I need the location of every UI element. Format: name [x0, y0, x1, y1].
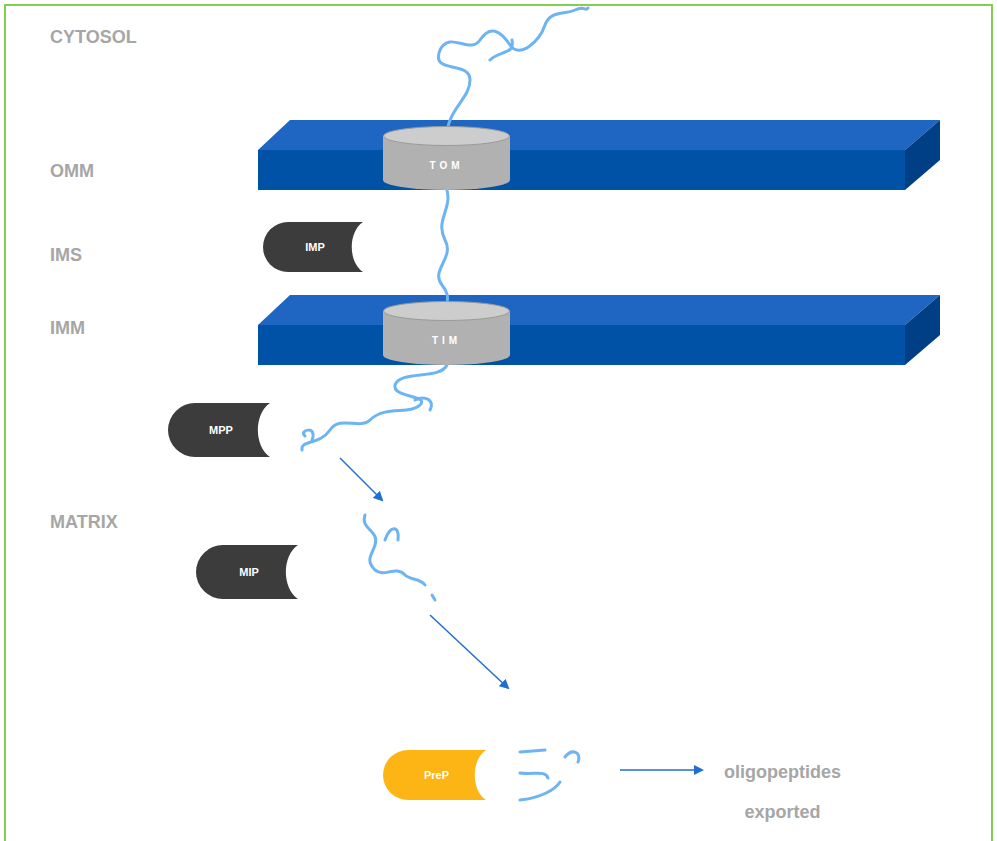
cylinder-outline — [383, 126, 510, 190]
arrow — [340, 458, 702, 770]
compartment-label: OMM — [50, 161, 94, 182]
output-note: oligopeptides exported — [695, 752, 870, 832]
translocase-cylinder: TIM — [383, 301, 510, 365]
outer-membrane — [258, 120, 940, 190]
protease-shape: MIP — [196, 545, 298, 599]
compartment-label: IMM — [50, 318, 85, 339]
translocase-cylinder: TOM — [383, 126, 510, 190]
compartment-label: MATRIX — [50, 512, 118, 533]
polypeptide — [302, 8, 588, 800]
compartment-label: IMS — [50, 245, 82, 266]
protease-shape: IMP — [263, 222, 363, 272]
compartment-label: CYTOSOL — [50, 27, 137, 48]
node-label: PreP — [424, 769, 449, 781]
node-label: TOM — [429, 160, 463, 171]
node-label: TIM — [432, 335, 461, 346]
node-label: IMP — [305, 241, 325, 253]
node-label: MPP — [209, 424, 233, 436]
frame — [5, 5, 992, 841]
inner-membrane — [258, 295, 940, 365]
node-label: MIP — [239, 566, 259, 578]
protease-shape: MPP — [168, 403, 270, 457]
cylinder-outline — [383, 301, 510, 365]
protease-shape: PreP — [383, 750, 486, 800]
